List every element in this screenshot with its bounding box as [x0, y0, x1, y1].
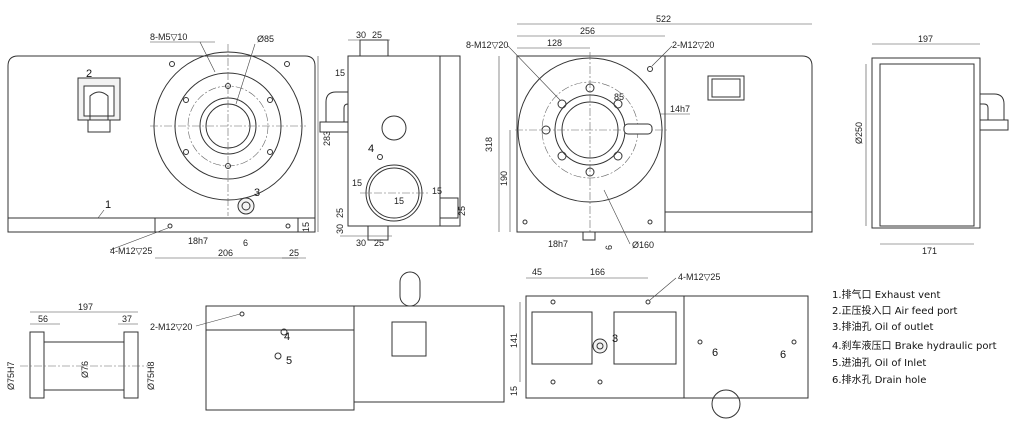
side-l15-label: 15 — [335, 68, 345, 78]
legend-item-1: 1.排气口 Exhaust vent — [832, 288, 940, 301]
callout-oil-inlet: 5 — [286, 355, 292, 367]
side-r15-label: 15 — [432, 186, 442, 196]
front-w18h7-label: 18h7 — [188, 236, 208, 246]
callout-brake-port: 4 — [368, 143, 374, 155]
bottom-right-view: 45 166 4-M12▽25 141 15 3 6 6 — [509, 267, 809, 419]
shaft-d75h7-label: Ø75H7 — [6, 361, 16, 390]
plate-holes-right-label: 2-M12▽20 — [672, 40, 714, 50]
bottom-right-h15-label: 15 — [509, 386, 519, 396]
front-w206-label: 206 — [218, 248, 233, 258]
plate-w6-label: 6 — [604, 245, 614, 250]
callout-air-feed: 2 — [86, 68, 92, 80]
shaft-view: 197 56 37 Ø75H7 Ø76 Ø75H8 — [6, 302, 156, 399]
legend-item-4: 4.刹车液压口 Brake hydraulic port — [832, 339, 997, 352]
side-l25-label: 25 — [335, 208, 345, 218]
front-holes-top-label: 8-M5▽10 — [150, 32, 187, 42]
bottom-right-holes-label: 4-M12▽25 — [678, 272, 720, 282]
legend-item-2: 2.正压投入口 Air feed port — [832, 304, 958, 317]
side-t30-label: 30 — [356, 30, 366, 40]
shaft-d76-label: Ø76 — [80, 361, 90, 378]
legend-item-6: 6.排水孔 Drain hole — [832, 373, 926, 386]
front-dia85-label: Ø85 — [257, 34, 274, 44]
side-c15-label: 15 — [394, 196, 404, 206]
legend-item-5: 5.进油孔 Oil of Inlet — [832, 356, 926, 369]
bottom-right-h141-label: 141 — [509, 333, 519, 348]
right-w197-label: 197 — [918, 34, 933, 44]
front-d15-label: 15 — [301, 222, 311, 232]
right-view: 197 Ø250 171 — [854, 34, 1009, 256]
plate-w522-label: 522 — [656, 14, 671, 24]
front-h283-label: 283 — [322, 131, 332, 146]
callout-drain-hole: 6 — [712, 347, 718, 359]
plate-d160-label: Ø160 — [632, 240, 654, 250]
shaft-w56-label: 56 — [38, 314, 48, 324]
callout-drain-hole-2: 6 — [780, 349, 786, 361]
legend-item-3: 3.排油孔 Oil of outlet — [832, 320, 933, 333]
side-b25-label: 25 — [374, 238, 384, 248]
shaft-d75h8-label: Ø75H8 — [146, 361, 156, 390]
front-holes-bottom-label: 4-M12▽25 — [110, 246, 152, 256]
side-l15b-label: 15 — [352, 178, 362, 188]
callout-exhaust-vent: 1 — [105, 199, 111, 211]
plate-key18h7-label: 18h7 — [548, 239, 568, 249]
plate-w256-label: 256 — [580, 26, 595, 36]
plate-h318-label: 318 — [484, 137, 494, 152]
plate-key14h7-label: 14h7 — [670, 104, 690, 114]
side-r25-label: 25 — [457, 206, 467, 216]
shaft-w37-label: 37 — [122, 314, 132, 324]
bottom-right-w45-label: 45 — [532, 267, 542, 277]
legend: 1.排气口 Exhaust vent 2.正压投入口 Air feed port… — [832, 288, 997, 386]
shaft-w197-label: 197 — [78, 302, 93, 312]
bottom-left-view: 2-M12▽20 4 5 — [150, 271, 505, 411]
front-view: 8-M5▽10 Ø85 283 15 206 25 18h7 6 4-M12▽2… — [7, 32, 332, 259]
plate-w128-label: 128 — [547, 38, 562, 48]
callout-oil-outlet-2: 3 — [612, 333, 618, 345]
side-t25-label: 25 — [372, 30, 382, 40]
plate-h190-label: 190 — [499, 171, 509, 186]
bottom-left-holes-label: 2-M12▽20 — [150, 322, 192, 332]
plate-view: 522 256 128 8-M12▽20 2-M12▽20 318 190 85… — [466, 14, 813, 250]
plate-holes-left-label: 8-M12▽20 — [466, 40, 508, 50]
plate-d85-label: 85 — [614, 92, 624, 102]
right-d250-label: Ø250 — [854, 122, 864, 144]
front-w25-label: 25 — [289, 248, 299, 258]
callout-oil-outlet: 3 — [254, 187, 260, 199]
callout-brake-port-2: 4 — [284, 331, 290, 343]
side-view: 30 25 15 15 25 30 15 15 25 30 25 4 — [319, 30, 467, 248]
bottom-right-w166-label: 166 — [590, 267, 605, 277]
front-w6-label: 6 — [243, 238, 248, 248]
right-w171-label: 171 — [922, 246, 937, 256]
side-l30-label: 30 — [335, 224, 345, 234]
side-b30-label: 30 — [356, 238, 366, 248]
